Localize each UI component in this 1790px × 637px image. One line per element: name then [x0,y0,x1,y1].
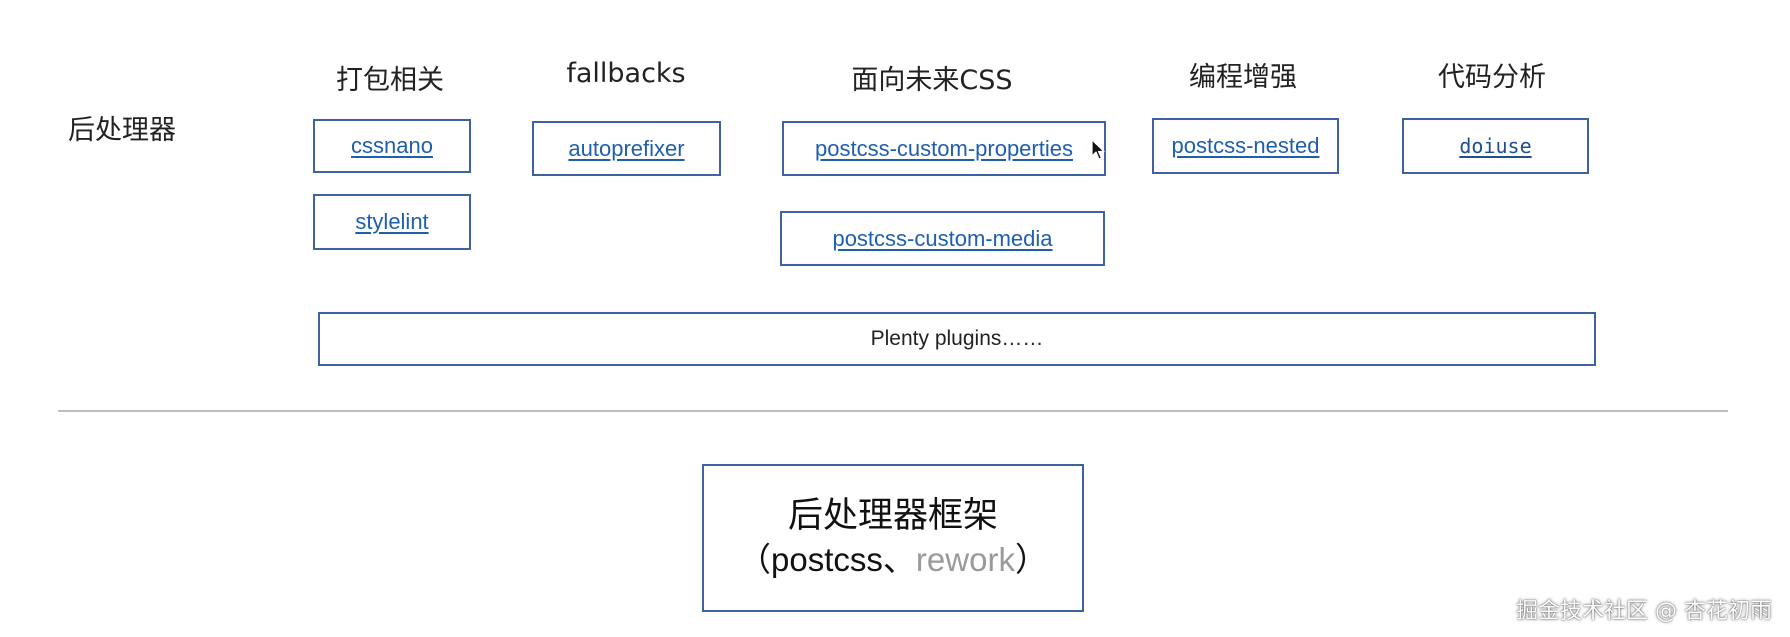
side-label: 后处理器 [68,115,176,146]
framework-secondary: rework [915,541,1015,579]
plugin-link-postcss-custom-media[interactable]: postcss-custom-media [832,225,1053,251]
plugin-box-doiuse: doiuse [1402,118,1589,174]
plugin-box-postcss-custom-media: postcss-custom-media [780,211,1105,266]
framework-box: 后处理器框架 （postcss、rework） [702,464,1084,612]
plugin-link-stylelint[interactable]: stylelint [355,209,429,234]
section-divider [58,410,1728,412]
plugin-link-postcss-custom-properties[interactable]: postcss-custom-properties [815,135,1073,161]
plugin-link-autoprefixer[interactable]: autoprefixer [568,135,685,161]
framework-separator: 、 [882,541,916,579]
column-header-future-css: 面向未来CSS [851,65,1013,96]
plenty-plugins-box: Plenty plugins…… [318,312,1596,366]
framework-open-paren: （ [738,541,772,579]
column-header-bundling: 打包相关 [336,65,444,96]
watermark: 掘金技术社区 @ 杏花初雨 [1516,599,1772,624]
plugin-box-stylelint: stylelint [313,194,471,250]
plugin-box-postcss-custom-properties: postcss-custom-properties [782,121,1106,176]
plenty-plugins-label: Plenty plugins…… [870,327,1044,350]
plugin-box-postcss-nested: postcss-nested [1152,118,1339,174]
column-header-programming: 编程增强 [1189,62,1297,93]
plugin-box-cssnano: cssnano [313,119,471,173]
framework-title: 后处理器框架 [787,495,998,536]
framework-examples: （postcss、rework） [738,539,1048,582]
plugin-box-autoprefixer: autoprefixer [532,121,721,176]
framework-close-paren: ） [1014,541,1048,579]
plugin-link-doiuse[interactable]: doiuse [1459,134,1532,158]
plugin-link-cssnano[interactable]: cssnano [351,133,433,158]
plugin-link-postcss-nested[interactable]: postcss-nested [1171,133,1320,158]
column-header-analysis: 代码分析 [1438,62,1546,93]
framework-primary: postcss [771,541,883,579]
mouse-cursor-icon [1091,139,1105,160]
column-header-fallbacks: fallbacks [566,58,686,89]
